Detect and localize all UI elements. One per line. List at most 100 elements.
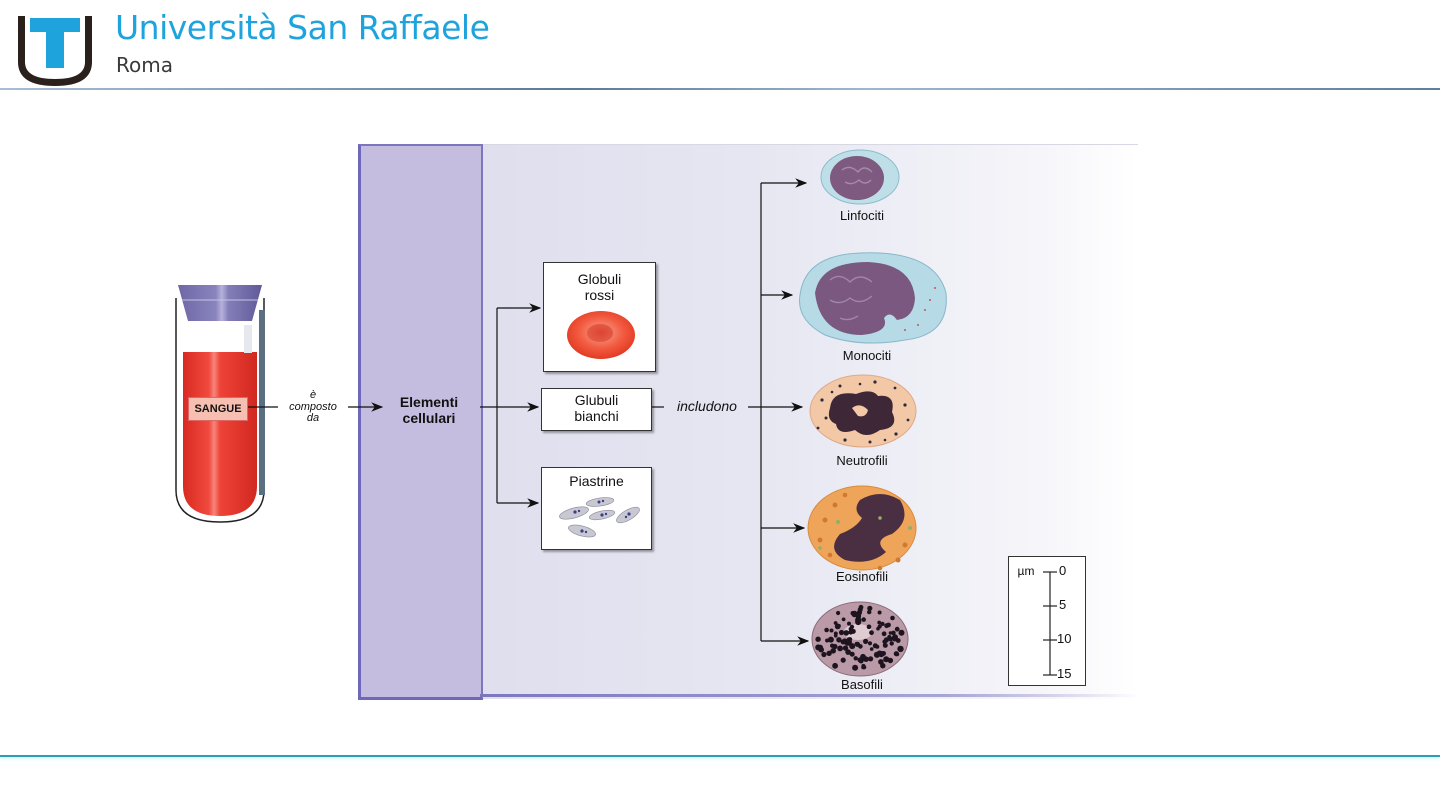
neutrophil-icon [809, 374, 917, 448]
sangue-label: SANGUE [188, 397, 248, 421]
basophil-granule [869, 630, 874, 636]
basophil-granule [845, 639, 852, 646]
scale-tick-5: 5 [1059, 597, 1067, 612]
globuli-rossi-label: Globuli rossi [544, 271, 655, 303]
basophil-granule [840, 639, 846, 645]
basophil-granule [881, 631, 887, 637]
basophil-granule [858, 604, 864, 610]
basophil-granule [883, 637, 890, 643]
basophil-granule [830, 648, 836, 654]
scale-unit: µm [1017, 564, 1035, 578]
basophil-granule [840, 657, 846, 663]
basophil-granule [832, 662, 838, 669]
basophil-granule [833, 634, 838, 638]
platelets-icon [559, 497, 640, 538]
globuli-rossi-line1: Globuli [577, 271, 622, 287]
basophil-granule [849, 624, 855, 630]
basophil-granule [861, 665, 867, 670]
globuli-rossi-line2: rossi [584, 286, 615, 303]
basophil-granule [888, 636, 894, 642]
cell-label-monociti: Monociti [842, 348, 892, 363]
basophil-granule [894, 626, 900, 632]
monocyte-icon [799, 252, 947, 344]
basophil-granule [880, 621, 885, 627]
cell-label-neutrofili: Neutrofili [836, 453, 888, 468]
basophil-granule [836, 637, 842, 643]
basophil-granule [853, 656, 858, 661]
basophil-granule [897, 645, 904, 653]
university-name: Università San Raffaele [115, 8, 490, 47]
basophil-granule [867, 641, 873, 646]
diagram-left-column [358, 144, 483, 700]
basophil-granule [842, 645, 849, 651]
basophil-granule [856, 612, 862, 618]
globuli-bianchi-line1: Glubuli [574, 392, 619, 408]
basophil-granule [849, 651, 855, 657]
globuli-bianchi-box: Glubuli bianchi [541, 388, 652, 431]
piastrine-label: Piastrine [569, 473, 624, 489]
basophil-granule [821, 651, 827, 658]
basophil-icon [811, 601, 909, 677]
relation-composto-line1: è [309, 389, 317, 401]
basophil-granule [837, 624, 841, 628]
basophil-granule [815, 636, 821, 642]
basophil-granule [845, 649, 851, 655]
basophil-granule [873, 651, 881, 658]
lymphocyte-icon [820, 149, 900, 205]
basophil-granule [892, 637, 897, 642]
cell-label-eosinofili: Eosinofili [835, 569, 889, 584]
basophil-granule [858, 644, 863, 649]
footer-divider [0, 755, 1440, 757]
basophil-granule [868, 656, 874, 662]
scale-bar-box: µm 0 5 10 15 [1008, 556, 1086, 686]
basophil-granule [818, 646, 824, 653]
basophil-granule [867, 605, 873, 611]
basophil-granule [826, 650, 832, 656]
basophil-granule [838, 629, 845, 636]
basophil-granule [880, 663, 886, 669]
basophil-granule [898, 629, 905, 636]
basophil-granule [843, 630, 850, 636]
basophil-granule [857, 657, 863, 663]
basophil-granule [863, 638, 869, 645]
basophil-granule [882, 642, 888, 648]
basophil-granule [824, 627, 829, 633]
relation-composto: è composto da [276, 389, 350, 425]
basophil-granule [848, 629, 854, 635]
scale-ruler [1043, 571, 1057, 676]
cell-label-basofili: Basofili [841, 677, 883, 692]
scale-tick-15: 15 [1057, 666, 1072, 681]
piastrine-box: Piastrine [541, 467, 652, 550]
basophil-granule [829, 628, 834, 633]
basophil-granule [877, 620, 882, 625]
elementi-label-line2: cellulari [402, 409, 456, 426]
basophil-granule [832, 643, 838, 650]
basophil-granule [881, 651, 886, 656]
basophil-granule [889, 641, 894, 646]
basophil-granule [867, 609, 872, 615]
relation-includono: includono [677, 398, 737, 414]
scale-tick-0: 0 [1059, 563, 1067, 578]
globuli-bianchi-line2: bianchi [574, 407, 619, 424]
scale-tick-10: 10 [1057, 631, 1072, 646]
eosinophil-icon [807, 485, 917, 571]
basophil-granule [833, 621, 838, 625]
basophil-granule [875, 644, 880, 649]
header-divider [0, 88, 1440, 90]
basophil-granule [861, 617, 866, 622]
basophil-granule [890, 615, 895, 621]
globuli-bianchi-label: Glubuli bianchi [542, 392, 651, 424]
relation-composto-line3: da [306, 412, 320, 425]
basophil-granule [841, 617, 846, 622]
university-logo-icon [18, 16, 92, 86]
cell-label-linfociti: Linfociti [839, 208, 885, 223]
basophil-granule [851, 610, 858, 618]
basophil-granule [854, 641, 859, 646]
basophil-granule [847, 621, 851, 626]
red-blood-cell-icon [567, 311, 635, 359]
basophil-granule [883, 656, 890, 663]
diagram-bottom-border [480, 694, 1140, 697]
basophil-granule [852, 664, 859, 671]
